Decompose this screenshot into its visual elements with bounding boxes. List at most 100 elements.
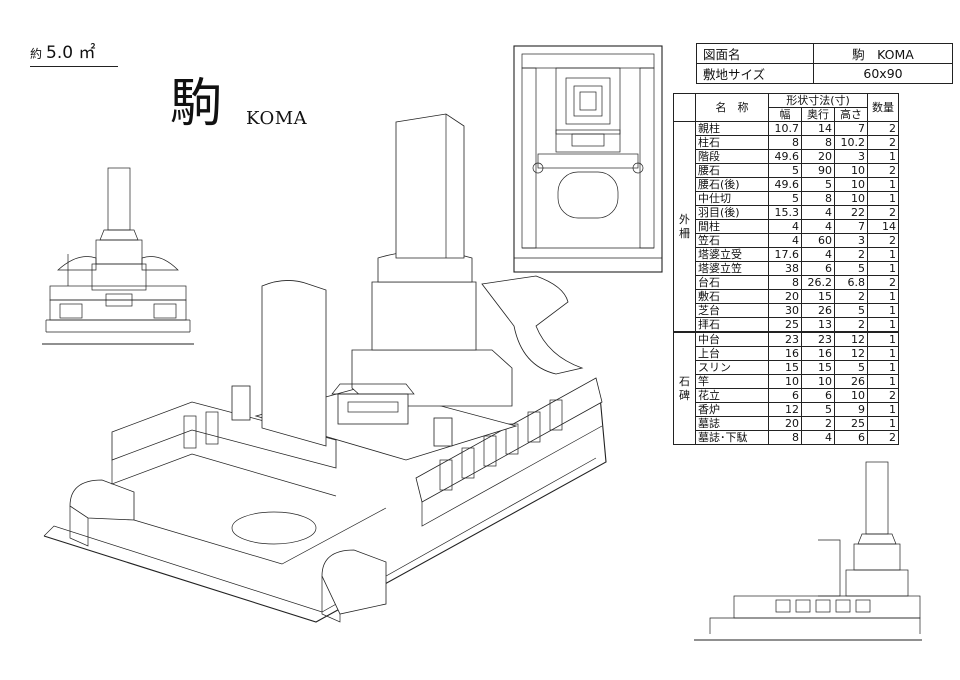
drawing-title-latin: KOMA xyxy=(246,108,308,129)
part-qty: 2 xyxy=(867,163,899,178)
part-qty: 14 xyxy=(867,219,899,234)
part-width: 23 xyxy=(768,331,802,347)
part-width: 30 xyxy=(768,303,802,318)
part-name: 墓誌･下駄 xyxy=(695,430,769,445)
part-height: 22 xyxy=(834,205,868,220)
plan-view xyxy=(513,45,663,273)
drawing-name-label: 図面名 xyxy=(696,43,814,64)
part-name: 上台 xyxy=(695,346,769,361)
part-qty: 1 xyxy=(867,360,899,375)
part-name: 中仕切 xyxy=(695,191,769,206)
part-qty: 1 xyxy=(867,416,899,431)
part-height: 10 xyxy=(834,388,868,403)
drawing-info-table: 図面名 駒 KOMA 敷地サイズ 60x90 xyxy=(696,43,953,84)
part-name: 中台 xyxy=(695,331,769,347)
part-name: 塔婆立受 xyxy=(695,247,769,262)
part-qty: 1 xyxy=(867,303,899,318)
part-width: 10.7 xyxy=(768,121,802,136)
part-depth: 6 xyxy=(801,388,835,403)
part-qty: 1 xyxy=(867,317,899,333)
part-height: 26 xyxy=(834,374,868,389)
part-width: 16 xyxy=(768,346,802,361)
part-depth: 4 xyxy=(801,219,835,234)
part-depth: 60 xyxy=(801,233,835,248)
part-height: 25 xyxy=(834,416,868,431)
part-width: 5 xyxy=(768,191,802,206)
part-qty: 1 xyxy=(867,149,899,164)
part-name: 拝石 xyxy=(695,317,769,333)
part-width: 49.6 xyxy=(768,177,802,192)
part-height: 6 xyxy=(834,430,868,445)
part-height: 3 xyxy=(834,149,868,164)
side-elevation-view xyxy=(694,461,922,641)
part-name: 階段 xyxy=(695,149,769,164)
part-depth: 16 xyxy=(801,346,835,361)
part-height: 2 xyxy=(834,247,868,262)
part-height: 3 xyxy=(834,233,868,248)
part-name: 腰石(後) xyxy=(695,177,769,192)
part-height: 12 xyxy=(834,331,868,347)
part-depth: 6 xyxy=(801,261,835,276)
part-width: 8 xyxy=(768,430,802,445)
part-depth: 10 xyxy=(801,374,835,389)
part-name: 敷石 xyxy=(695,289,769,304)
part-qty: 2 xyxy=(867,275,899,290)
site-size-value: 60x90 xyxy=(813,63,953,84)
part-qty: 2 xyxy=(867,388,899,403)
part-width: 4 xyxy=(768,233,802,248)
col-height-header: 高さ xyxy=(834,107,868,122)
part-width: 6 xyxy=(768,388,802,403)
part-height: 10 xyxy=(834,191,868,206)
part-depth: 26.2 xyxy=(801,275,835,290)
part-width: 10 xyxy=(768,374,802,389)
part-width: 8 xyxy=(768,275,802,290)
part-depth: 15 xyxy=(801,360,835,375)
part-name: 香炉 xyxy=(695,402,769,417)
dimension-heading: 形状寸法(寸) xyxy=(768,93,868,108)
part-name: 親柱 xyxy=(695,121,769,136)
part-depth: 8 xyxy=(801,135,835,150)
part-depth: 15 xyxy=(801,289,835,304)
isometric-view xyxy=(43,113,607,623)
part-name: 間柱 xyxy=(695,219,769,234)
part-name: 柱石 xyxy=(695,135,769,150)
part-height: 7 xyxy=(834,219,868,234)
part-qty: 1 xyxy=(867,374,899,389)
part-name: 台石 xyxy=(695,275,769,290)
part-width: 25 xyxy=(768,317,802,333)
part-depth: 26 xyxy=(801,303,835,318)
col-qty-header: 数量 xyxy=(867,93,899,122)
part-depth: 8 xyxy=(801,191,835,206)
part-depth: 4 xyxy=(801,205,835,220)
part-depth: 23 xyxy=(801,331,835,347)
part-qty: 1 xyxy=(867,289,899,304)
part-width: 4 xyxy=(768,219,802,234)
part-height: 2 xyxy=(834,289,868,304)
part-qty: 2 xyxy=(867,121,899,136)
part-height: 10 xyxy=(834,177,868,192)
part-depth: 20 xyxy=(801,149,835,164)
part-qty: 1 xyxy=(867,177,899,192)
part-qty: 1 xyxy=(867,247,899,262)
part-name: スリン xyxy=(695,360,769,375)
part-depth: 13 xyxy=(801,317,835,333)
part-height: 10.2 xyxy=(834,135,868,150)
part-name: 芝台 xyxy=(695,303,769,318)
part-height: 5 xyxy=(834,303,868,318)
part-qty: 2 xyxy=(867,430,899,445)
part-name: 腰石 xyxy=(695,163,769,178)
part-width: 15.3 xyxy=(768,205,802,220)
